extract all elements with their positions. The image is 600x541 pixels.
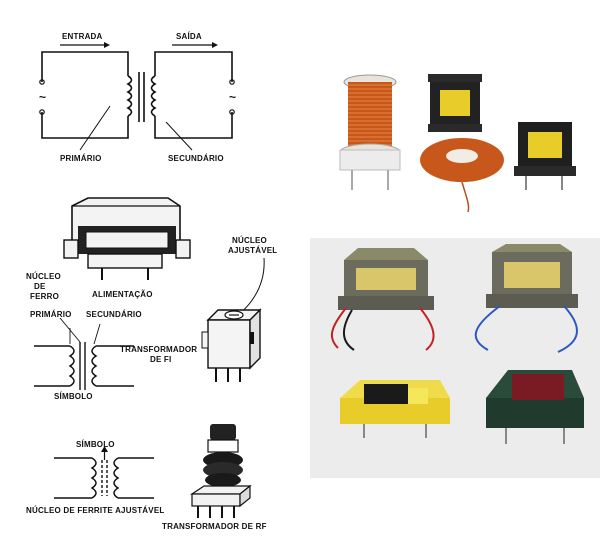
- ferrite-symbol-label: SÍMBOLO: [76, 440, 115, 449]
- symbol-secondary-label: SECUNDÁRIO: [86, 310, 142, 319]
- secondary-label: SECUNDÁRIO: [168, 154, 224, 163]
- rf-transformer-drawing: [190, 424, 252, 518]
- input-label: ENTRADA: [62, 32, 103, 41]
- rf-transformer-label: TRANSFORMADOR DE RF: [162, 522, 267, 531]
- primary-label: PRIMÁRIO: [60, 154, 102, 163]
- iron-core-label-line2: DE: [34, 282, 46, 291]
- iron-core-symbol-caption: SÍMBOLO: [54, 392, 93, 401]
- ac-symbol-right: ~: [229, 90, 237, 104]
- small-transformers-photo: [339, 74, 576, 213]
- symbol-primary-label: PRIMÁRIO: [30, 310, 72, 319]
- output-label: SAÍDA: [176, 32, 202, 41]
- ferrite-core-caption: NÚCLEO DE FERRITE AJUSTÁVEL: [26, 506, 165, 515]
- if-transformer-label-line2: DE FI: [150, 355, 172, 364]
- ac-symbol-left: ~: [39, 90, 47, 104]
- photo-panel: [300, 0, 600, 541]
- ferrite-core-transformer-symbol: [54, 446, 154, 499]
- power-transformer-drawing: [63, 197, 191, 280]
- iron-core-transformer-symbol: [34, 318, 134, 390]
- if-transformer-label-line1: TRANSFORMADOR: [120, 345, 198, 354]
- power-transformer-label: ALIMENTAÇÃO: [92, 290, 153, 299]
- adjustable-core-label-line2: AJUSTÁVEL: [228, 246, 278, 255]
- power-transformers-photo: [310, 238, 600, 478]
- iron-core-label-line3: FERRO: [30, 292, 59, 301]
- transformer-circuit-schematic: [39, 42, 235, 151]
- iron-core-label-line1: NÚCLEO: [26, 272, 61, 281]
- diagram-panel: ENTRADA SAÍDA ~ ~ PRIMÁRIO SECUNDÁRIO AL…: [26, 32, 278, 531]
- if-transformer-drawing: [201, 258, 265, 382]
- adjustable-core-label-line1: NÚCLEO: [232, 236, 267, 245]
